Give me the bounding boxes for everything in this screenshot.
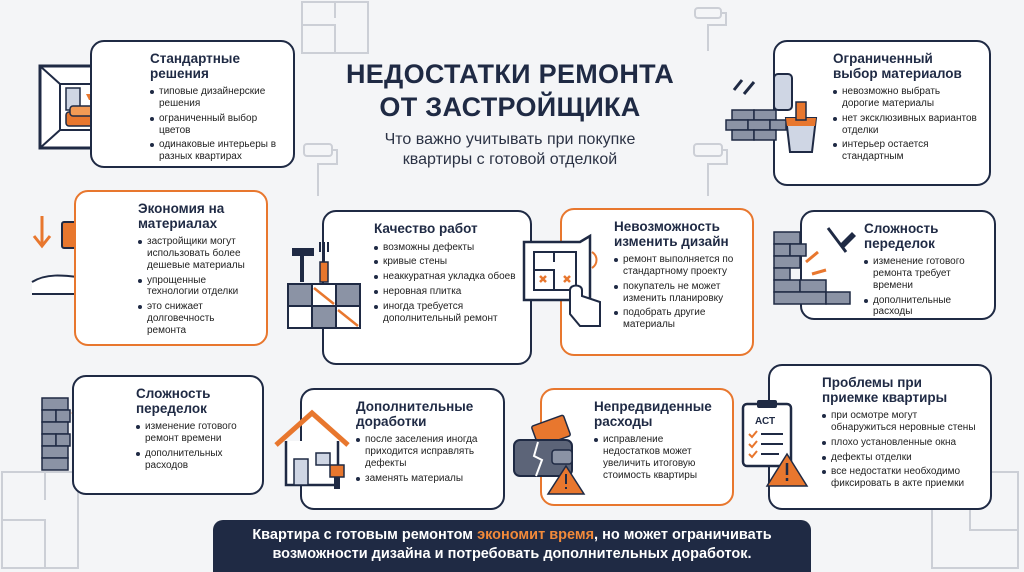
card-title: Ограниченный выбор материалов	[833, 51, 962, 81]
list-item: это снижает долговечность ремонта	[138, 301, 256, 336]
wallet-warning-icon	[513, 414, 586, 495]
card-title: Невозможность изменить дизайн	[614, 219, 729, 249]
list-item: подобрать другие материалы	[614, 307, 742, 331]
list-item: заменять материалы	[356, 473, 493, 485]
footer-text-part-1: Квартира с готовым ремонтом	[252, 527, 478, 543]
card-additional-refinements: Дополнительные доработки после заселения…	[300, 388, 505, 510]
footer-line-2: возможности дизайна и потребовать дополн…	[272, 545, 752, 562]
list-item: все недостатки необходимо фиксировать в …	[822, 466, 980, 490]
card-title: Сложность переделок	[136, 386, 211, 416]
card-list: исправление недостатков может увеличить …	[594, 434, 722, 481]
card-list: изменение готового ремонт времени дополн…	[136, 421, 252, 471]
background-floorplan-icon	[301, 1, 369, 54]
card-design-change: Невозможность изменить дизайн ремонт вып…	[560, 208, 754, 356]
list-item: нет эксклюзивных вариантов отделки	[833, 113, 979, 137]
list-item: ремонт выполняется по стандартному проек…	[614, 254, 742, 278]
page-title: НЕДОСТАТКИ РЕМОНТА ОТ ЗАСТРОЙЩИКА	[300, 58, 720, 124]
background-roller-icon	[303, 143, 338, 196]
list-item: при осмотре могут обнаружиться неровные …	[822, 410, 980, 434]
card-list: изменение готового ремонта требует време…	[864, 256, 984, 318]
list-item: после заселения иногда приходится исправ…	[356, 434, 493, 469]
footer-highlight: экономит время	[477, 527, 595, 543]
list-item: исправление недостатков может увеличить …	[594, 434, 722, 481]
card-title: Дополнительные доработки	[356, 399, 474, 429]
list-item: интерьер остается стандартным	[833, 139, 979, 163]
list-item: дефекты отделки	[822, 452, 980, 464]
card-economy-materials: Экономия на материалах застройщики могут…	[74, 190, 268, 346]
card-list: невозможно выбрать дорогие материалы нет…	[833, 86, 979, 163]
list-item: упрощенные технологии отделки	[138, 275, 256, 299]
background-roller-icon	[693, 143, 728, 196]
footer-text-part-2: , но может ограничивать	[594, 527, 772, 543]
card-rework-complexity-left: Сложность переделок изменение готового р…	[72, 375, 264, 495]
list-item: иногда требуется дополнительный ремонт	[374, 301, 520, 325]
subtitle-line-2: квартиры с готовой отделкой	[402, 151, 618, 168]
list-item: возможны дефекты	[374, 242, 520, 254]
list-item: изменение готового ремонт времени	[136, 421, 252, 445]
card-list: застройщики могут использовать более деш…	[138, 236, 256, 336]
list-item: невозможно выбрать дорогие материалы	[833, 86, 979, 110]
page-subtitle: Что важно учитывать при покупке квартиры…	[330, 130, 690, 170]
tools-tiles-icon	[287, 242, 361, 329]
footer-line-1: Квартира с готовым ремонтом экономит вре…	[213, 526, 811, 545]
list-item: типовые дизайнерские решения	[150, 86, 283, 110]
card-list: возможны дефекты кривые стены неаккуратн…	[374, 242, 520, 325]
list-item: изменение готового ремонта требует време…	[864, 256, 984, 291]
title-line-2: ОТ ЗАСТРОЙЩИКА	[379, 91, 641, 122]
list-item: застройщики могут использовать более деш…	[138, 236, 256, 271]
card-title: Стандартные решения	[150, 51, 240, 81]
card-list: после заселения иногда приходится исправ…	[356, 434, 493, 484]
list-item: дополнительные расходы	[864, 295, 984, 319]
title-line-1: НЕДОСТАТКИ РЕМОНТА	[345, 59, 675, 89]
list-item: неровная плитка	[374, 286, 520, 298]
card-title: Экономия на материалах	[138, 201, 225, 231]
floorplan-hand-icon	[522, 233, 601, 327]
list-item: дополнительных расходов	[136, 448, 252, 472]
house-brush-icon	[274, 409, 350, 489]
list-item: покупатель не может изменить планировку	[614, 281, 742, 305]
card-title: Проблемы при приемке квартиры	[822, 375, 948, 405]
card-title: Непредвиденные расходы	[594, 399, 712, 429]
list-item: неаккуратная укладка обоев	[374, 271, 520, 283]
card-standard-solutions: Стандартные решения типовые дизайнерские…	[90, 40, 295, 168]
card-limited-materials: Ограниченный выбор материалов невозможно…	[773, 40, 991, 186]
card-list: при осмотре могут обнаружиться неровные …	[822, 410, 980, 490]
bricks-paint-bucket-icon	[725, 73, 818, 153]
card-title: Качество работ	[374, 221, 478, 236]
broken-wall-icon	[773, 227, 856, 305]
card-list: типовые дизайнерские решения ограниченны…	[150, 86, 283, 163]
background-roller-icon	[694, 7, 727, 51]
list-item: кривые стены	[374, 256, 520, 268]
list-item: плохо установленные окна	[822, 437, 980, 449]
footer-banner: Квартира с готовым ремонтом экономит вре…	[213, 520, 811, 572]
list-item: одинаковые интерьеры в разных квартирах	[150, 139, 283, 163]
subtitle-line-1: Что важно учитывать при покупке	[384, 131, 636, 148]
act-clipboard-icon: АСТ	[741, 400, 809, 487]
act-label: АСТ	[755, 416, 775, 427]
list-item: ограниченный выбор цветов	[150, 113, 283, 137]
background-floorplan-icon	[1, 471, 79, 569]
card-list: ремонт выполняется по стандартному проек…	[614, 254, 742, 331]
card-title: Сложность переделок	[864, 221, 939, 251]
